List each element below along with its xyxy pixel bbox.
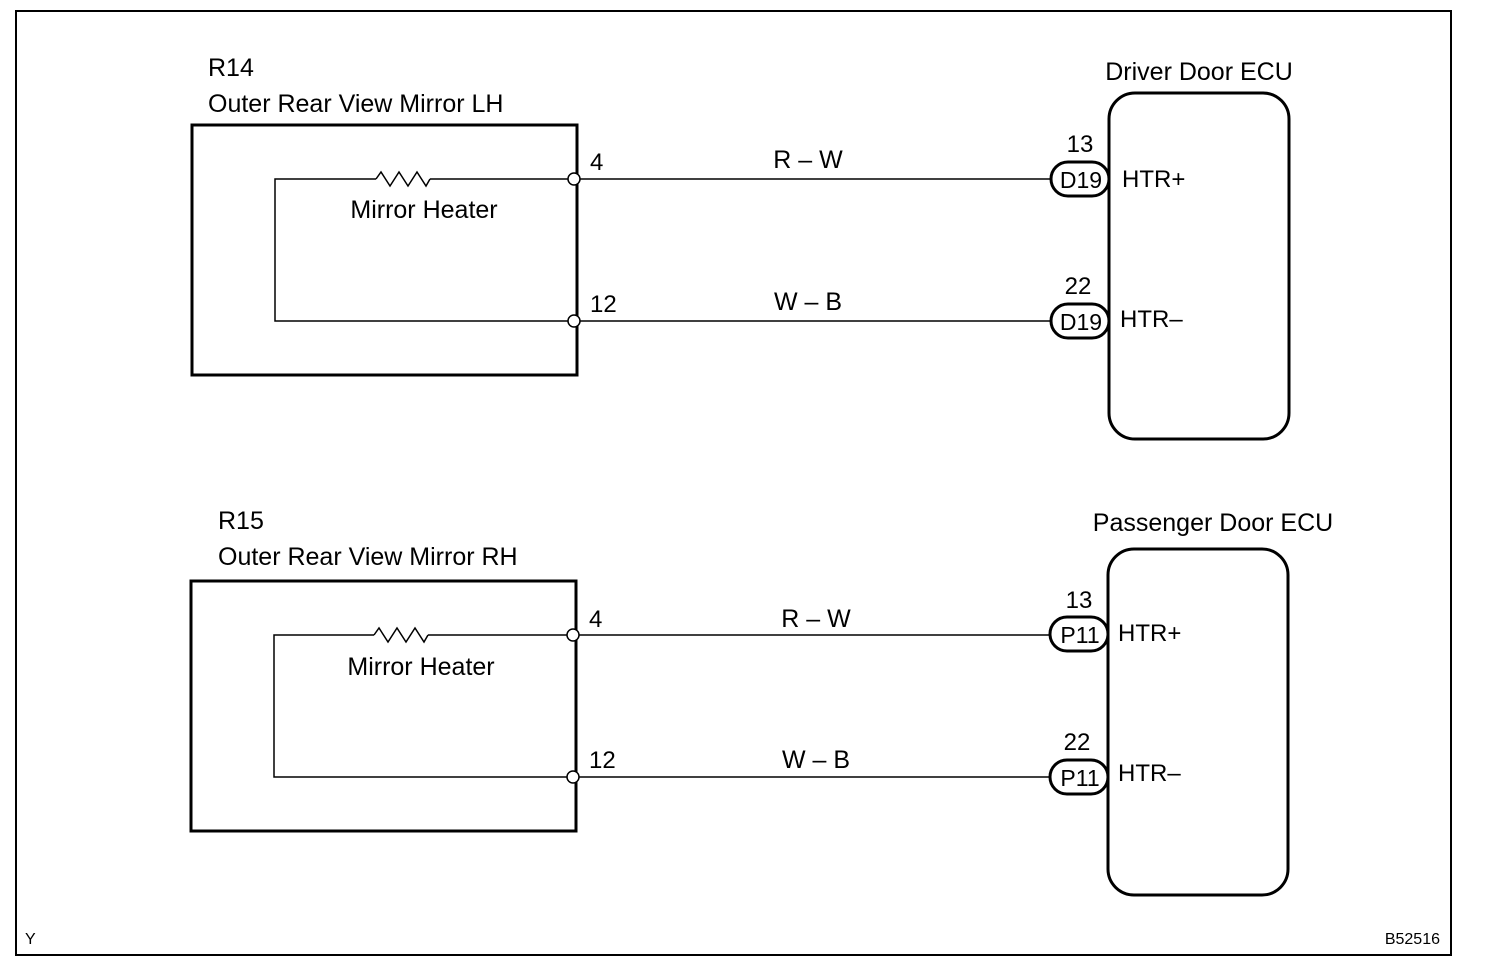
heater-label: Mirror Heater [350, 196, 497, 224]
component-code: R14 [208, 54, 254, 82]
pin-label-top: 4 [590, 149, 603, 176]
signal-bottom: HTR– [1120, 306, 1183, 333]
terminal-top [566, 628, 580, 642]
ecu-name: Driver Door ECU [1105, 58, 1293, 86]
component-name: Outer Rear View Mirror LH [208, 90, 503, 118]
mirror-component-box [190, 123, 579, 377]
ecu-pin-top: 13 [1066, 587, 1093, 614]
pin-label-top: 4 [589, 606, 602, 633]
resistor-symbol [375, 170, 431, 188]
corner-mark: Y [25, 931, 36, 948]
diagram-frame [15, 10, 1452, 956]
connector-id-bottom: D19 [1060, 309, 1102, 335]
connector-tag-top [1049, 160, 1111, 198]
ecu-box [1106, 547, 1290, 897]
circuit-upper: R14 Outer Rear View Mirror LH Mirror Hea… [190, 54, 1293, 441]
heater-loop [274, 178, 573, 322]
wire-color-top: R – W [773, 146, 843, 174]
signal-top: HTR+ [1118, 620, 1181, 647]
connector-id-top: D19 [1060, 167, 1102, 193]
terminal-bottom [566, 770, 580, 784]
pin-label-bottom: 12 [590, 291, 617, 318]
ecu-pin-bottom: 22 [1065, 273, 1092, 300]
ecu-pin-bottom: 22 [1064, 729, 1091, 756]
component-code: R15 [218, 507, 264, 535]
figure-id: B52516 [1385, 931, 1440, 948]
ecu-name: Passenger Door ECU [1093, 509, 1333, 537]
connector-id-top: P11 [1060, 622, 1099, 648]
ecu-pin-top: 13 [1067, 131, 1094, 158]
ecu-box [1107, 91, 1291, 441]
heater-label: Mirror Heater [347, 653, 494, 681]
wire-color-bottom: W – B [782, 746, 850, 774]
resistor-symbol [373, 626, 429, 644]
connector-tag-bottom [1049, 302, 1111, 340]
terminal-bottom [567, 314, 581, 328]
signal-top: HTR+ [1122, 166, 1185, 193]
terminal-top [567, 172, 581, 186]
wire-color-top: R – W [781, 605, 851, 633]
circuit-lower: R15 Outer Rear View Mirror RH Mirror Hea… [189, 507, 1333, 897]
connector-tag-top [1048, 615, 1110, 653]
connector-tag-bottom [1048, 758, 1110, 796]
component-name: Outer Rear View Mirror RH [218, 543, 518, 571]
wire-color-bottom: W – B [774, 288, 842, 316]
signal-bottom: HTR– [1118, 760, 1181, 787]
connector-id-bottom: P11 [1060, 765, 1099, 791]
pin-label-bottom: 12 [589, 747, 616, 774]
mirror-component-box [189, 579, 578, 833]
heater-loop [273, 634, 572, 778]
